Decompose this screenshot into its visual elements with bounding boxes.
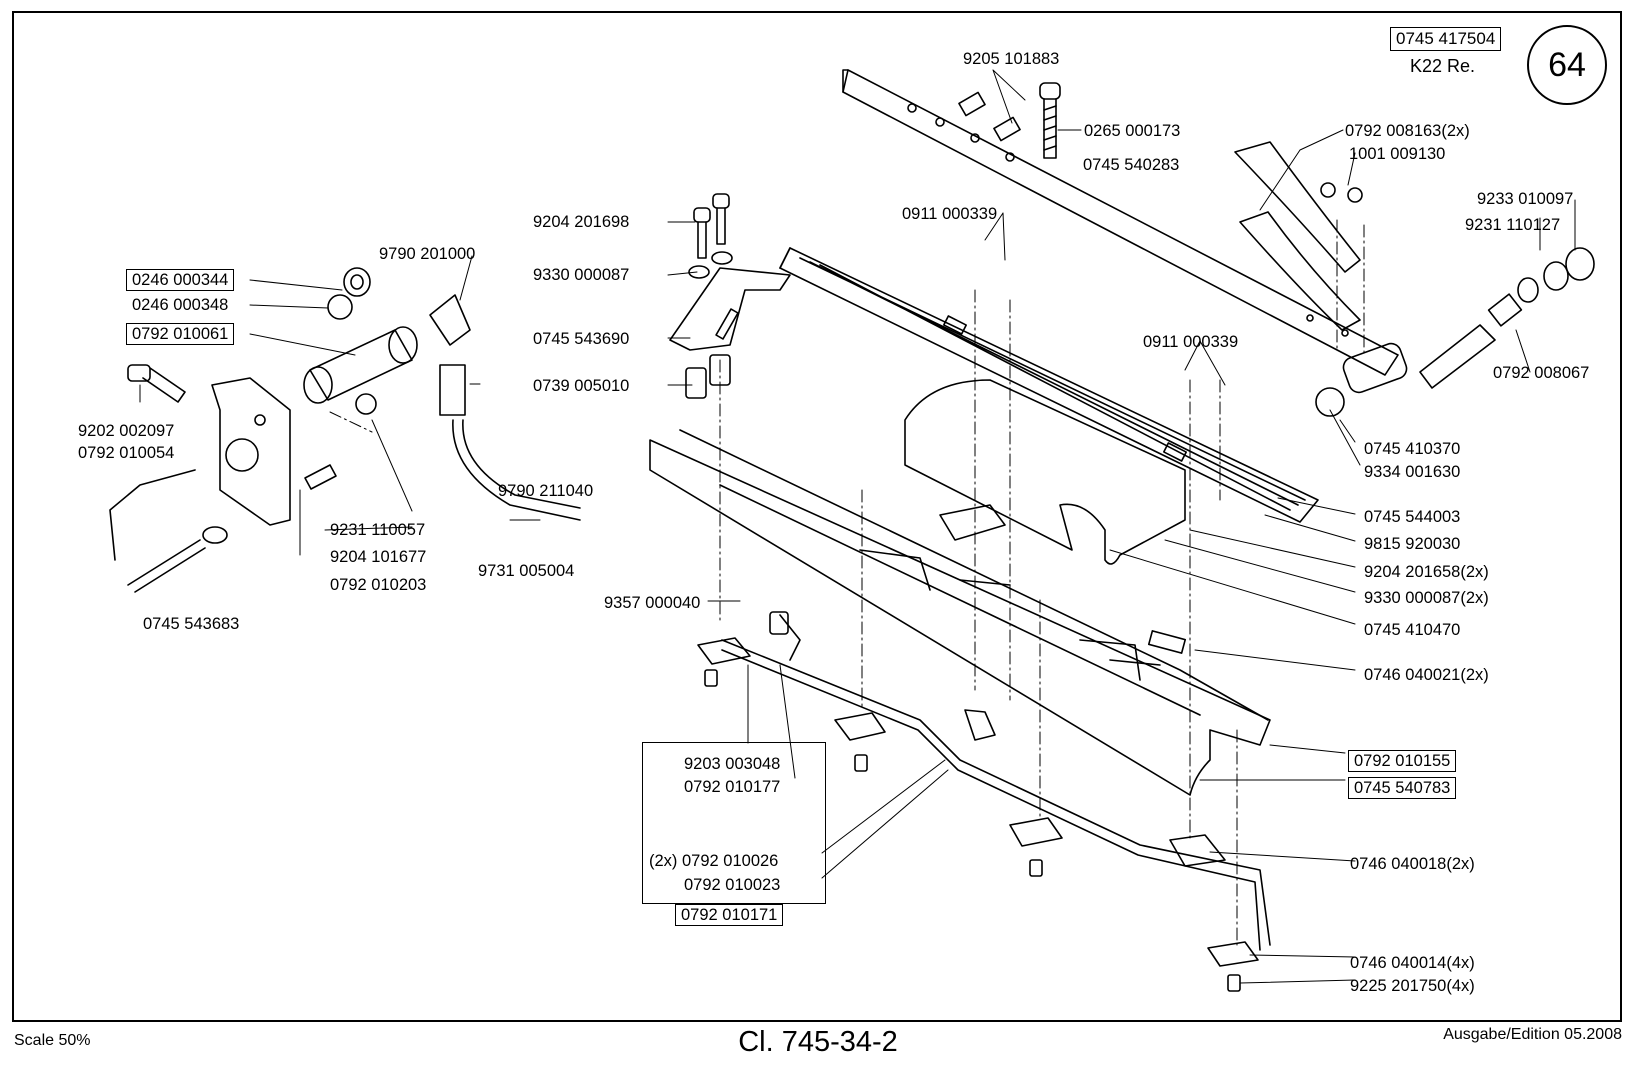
part-label: 0265 000173 bbox=[1084, 122, 1181, 140]
screw-0265 bbox=[1039, 82, 1061, 159]
part-label: 0792 008163(2x) bbox=[1345, 122, 1470, 140]
cylinder-0792 bbox=[303, 267, 418, 415]
part-label: 9204 201658(2x) bbox=[1364, 563, 1489, 581]
part-label-boxed: 0745 540783 bbox=[1348, 777, 1457, 799]
part-label: 0745 410470 bbox=[1364, 621, 1461, 639]
part-label: 0246 000348 bbox=[132, 296, 229, 314]
class-title: Cl. 745-34-2 bbox=[738, 1026, 898, 1058]
part-label: 0745 543683 bbox=[143, 615, 240, 633]
part-label: (2x) 0792 010026 bbox=[649, 852, 779, 870]
part-label-boxed: 0792 010061 bbox=[126, 323, 235, 345]
part-label: 9231 110057 bbox=[330, 521, 426, 539]
part-label: 1001 009130 bbox=[1349, 145, 1446, 163]
part-label: 0911 000339 bbox=[902, 205, 998, 223]
callout-group-box bbox=[642, 742, 826, 904]
part-label: 9204 101677 bbox=[330, 548, 427, 566]
part-label: 0911 000339 bbox=[1143, 333, 1239, 351]
part-label: 0745 540283 bbox=[1083, 156, 1180, 174]
part-label-boxed: 0792 010155 bbox=[1348, 750, 1457, 772]
part-label: 0746 040021(2x) bbox=[1364, 666, 1489, 684]
part-label: 9202 002097 bbox=[78, 422, 175, 440]
part-label: 0745 410370 bbox=[1364, 440, 1461, 458]
part-label-boxed: 0792 010171 bbox=[675, 904, 784, 926]
page-number-badge: 64 bbox=[1527, 25, 1607, 105]
part-label: 9231 110127 bbox=[1465, 216, 1561, 234]
part-label: 9233 010097 bbox=[1477, 190, 1574, 208]
part-label: 9204 201698 bbox=[533, 213, 630, 231]
part-label: 9330 000087(2x) bbox=[1364, 589, 1489, 607]
base-channel bbox=[649, 429, 1271, 796]
part-label: 0746 040014(4x) bbox=[1350, 954, 1475, 972]
part-label: 0792 010054 bbox=[78, 444, 175, 462]
part-label: 0745 544003 bbox=[1364, 508, 1461, 526]
part-label: 9225 201750(4x) bbox=[1350, 977, 1475, 995]
scale-label: Scale 50% bbox=[14, 1032, 91, 1049]
reference-number-box: 0745 417504 bbox=[1390, 27, 1502, 51]
part-label: 9790 211040 bbox=[498, 482, 594, 500]
part-label: 9790 201000 bbox=[379, 245, 476, 263]
part-label: 0792 008067 bbox=[1493, 364, 1590, 382]
part-label: 9815 920030 bbox=[1364, 535, 1461, 553]
part-label: 0745 543690 bbox=[533, 330, 630, 348]
part-label: 0739 005010 bbox=[533, 377, 630, 395]
part-label: 0792 010203 bbox=[330, 576, 427, 594]
part-label: 9330 000087 bbox=[533, 266, 630, 284]
part-label: 0792 010023 bbox=[684, 876, 781, 894]
edition-label: Ausgabe/Edition 05.2008 bbox=[1443, 1026, 1622, 1043]
linkage-rod bbox=[721, 611, 1271, 951]
part-label: 9205 101883 bbox=[963, 50, 1060, 68]
part-label: 9203 003048 bbox=[684, 755, 781, 773]
part-label: 9731 005004 bbox=[478, 562, 575, 580]
upper-rail bbox=[842, 69, 1399, 376]
part-label: 0792 010177 bbox=[684, 778, 781, 796]
part-label: 0746 040018(2x) bbox=[1350, 855, 1475, 873]
page-number: 64 bbox=[1548, 45, 1586, 84]
part-label-boxed: 0246 000344 bbox=[126, 269, 235, 291]
version-label: K22 Re. bbox=[1410, 56, 1476, 76]
drawing-frame bbox=[12, 11, 1622, 1022]
part-label: 9357 000040 bbox=[604, 594, 701, 612]
part-label: 9334 001630 bbox=[1364, 463, 1461, 481]
grooved-plate bbox=[779, 247, 1319, 523]
